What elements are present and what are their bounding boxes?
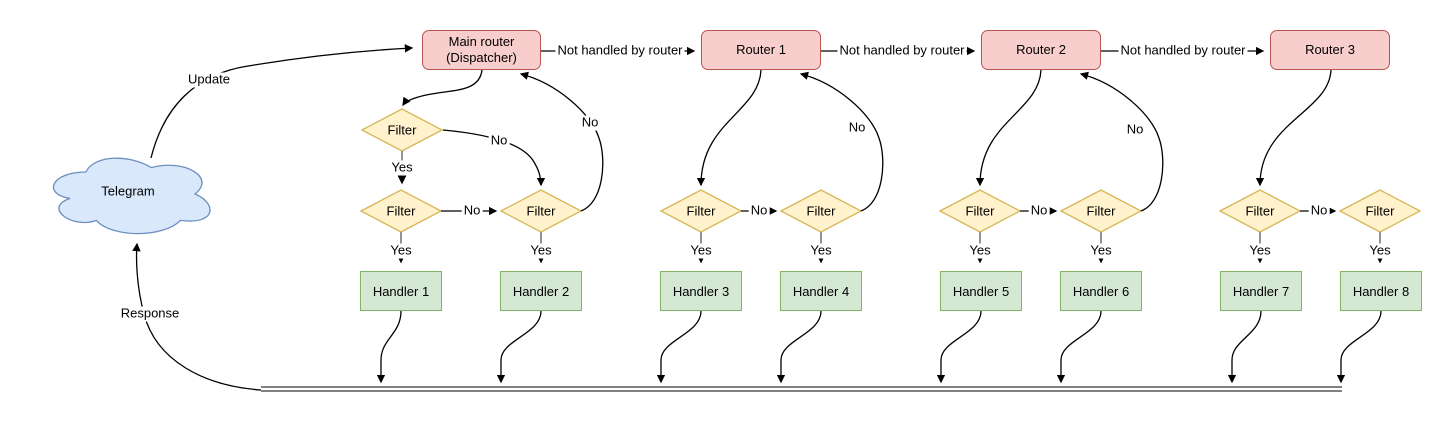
handler-2-label: Handler 2: [512, 283, 570, 299]
response-label: Response: [118, 305, 182, 322]
not-handled-label: Not handled by router: [1118, 42, 1248, 59]
telegram-label: Telegram: [101, 183, 155, 199]
node-handler-2: Handler 2: [500, 271, 582, 311]
edge-handler4-to-bus: [776, 310, 822, 384]
yes-label: Yes: [967, 242, 993, 259]
node-router-3: Router 3: [1270, 30, 1390, 70]
yes-label: Yes: [389, 159, 415, 176]
filter-diamond: [1338, 189, 1422, 233]
edge-router2-to-filter: [975, 69, 1042, 187]
filter-label: Filter: [1086, 203, 1116, 219]
edge-update: [150, 44, 414, 159]
handler-4-label: Handler 4: [792, 283, 850, 299]
no-label: No: [461, 202, 483, 219]
yes-label: Yes: [1088, 242, 1114, 259]
edge-handler3-to-bus: [656, 310, 702, 384]
router-1-label: Router 1: [736, 41, 786, 57]
handler-8-label: Handler 8: [1352, 283, 1410, 299]
node-main-router: Main router (Dispatcher): [422, 30, 541, 70]
yes-label: Yes: [388, 242, 414, 259]
edge-handler6-to-bus: [1056, 310, 1102, 384]
edge-no-return-dispatcher: [519, 71, 604, 212]
not-handled-label: Not handled by router: [555, 42, 685, 59]
edge-no-return-router1: [799, 71, 884, 212]
node-router-1: Router 1: [701, 30, 821, 70]
edge-no-return-router2: [1079, 71, 1164, 212]
edge-router3-to-filter: [1255, 69, 1332, 187]
node-handler-6: Handler 6: [1060, 271, 1142, 311]
edge-handler7-to-bus: [1227, 310, 1262, 384]
yes-label: Yes: [1367, 242, 1393, 259]
node-handler-7: Handler 7: [1220, 271, 1302, 311]
node-router-2: Router 2: [981, 30, 1101, 70]
node-handler-4: Handler 4: [780, 271, 862, 311]
filter-label: Filter: [686, 203, 716, 219]
yes-label: Yes: [688, 242, 714, 259]
filter-label: Filter: [1245, 203, 1275, 219]
edge-handler2-to-bus: [496, 310, 542, 384]
node-handler-3: Handler 3: [660, 271, 742, 311]
filter-label: Filter: [806, 203, 836, 219]
handler-6-label: Handler 6: [1072, 283, 1130, 299]
filter-diamond: [360, 108, 444, 152]
filter-label: Filter: [386, 203, 416, 219]
edge-handler5-to-bus: [936, 310, 982, 384]
filter-label: Filter: [1365, 203, 1395, 219]
edge-router1-to-filter: [696, 69, 762, 187]
main-router-label-line2: (Dispatcher): [446, 50, 517, 65]
no-label: No: [1308, 202, 1330, 219]
edge-handler8-to-bus: [1336, 310, 1382, 384]
node-handler-5: Handler 5: [940, 271, 1022, 311]
filter-label: Filter: [387, 122, 417, 138]
filter-label: Filter: [965, 203, 995, 219]
no-label: No: [579, 114, 601, 131]
update-label: Update: [186, 71, 232, 88]
handler-3-label: Handler 3: [672, 283, 730, 299]
handler-5-label: Handler 5: [952, 283, 1010, 299]
edge-dispatcher-to-filter: [402, 69, 483, 107]
telegram-cloud-shape: [52, 157, 211, 235]
no-label: No: [1028, 202, 1050, 219]
not-handled-label: Not handled by router: [837, 42, 967, 59]
filter-label: Filter: [526, 203, 556, 219]
no-label: No: [846, 119, 868, 136]
no-label: No: [1124, 121, 1146, 138]
node-handler-8: Handler 8: [1340, 271, 1422, 311]
router-2-label: Router 2: [1016, 41, 1066, 57]
yes-label: Yes: [808, 242, 834, 259]
yes-label: Yes: [1247, 242, 1273, 259]
yes-label: Yes: [528, 242, 554, 259]
no-label: No: [488, 132, 510, 149]
router-3-label: Router 3: [1305, 41, 1355, 57]
edge-handler1-to-bus: [376, 310, 402, 384]
edge-no-topfilter-to-filter2: [442, 129, 546, 187]
handler-7-label: Handler 7: [1232, 283, 1290, 299]
main-router-label-line1: Main router: [448, 33, 515, 49]
edge-response: [132, 242, 262, 391]
no-label: No: [748, 202, 770, 219]
node-handler-1: Handler 1: [360, 271, 442, 311]
handler-1-label: Handler 1: [372, 283, 430, 299]
